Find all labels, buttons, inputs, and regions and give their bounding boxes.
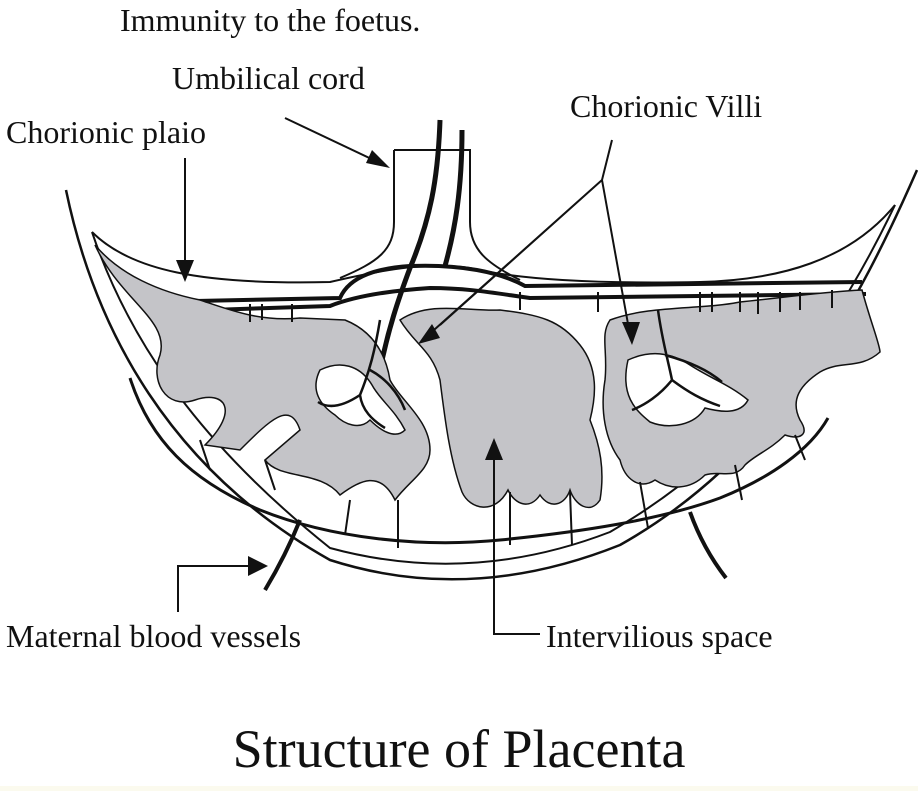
arrowhead-villi-2: [622, 322, 640, 345]
umbilical-vessel-1: [377, 119, 443, 371]
arrowhead-maternal-vessels: [248, 556, 268, 576]
arrowhead-umbilical-cord: [366, 150, 390, 168]
umbilical-cord-sheath: [339, 149, 521, 281]
septa: [199, 434, 806, 548]
arrow-chorionic-villi: [424, 139, 631, 339]
label-maternal-blood-vessels: Maternal blood vessels: [6, 618, 302, 654]
maternal-vessel-right: [688, 511, 728, 580]
label-umbilical-cord: Umbilical cord: [172, 60, 365, 96]
bottom-strip: [0, 786, 918, 791]
villus-branches-left: [317, 319, 407, 430]
arrowhead-villi-1: [418, 324, 440, 344]
arrow-intervillous-space: [493, 452, 540, 635]
arrow-maternal-vessels: [177, 565, 258, 612]
label-chorionic-plate: Chorionic plaio: [6, 114, 206, 150]
villi-left: [94, 244, 431, 502]
chorionic-plate-line-2: [149, 285, 867, 314]
chorionic-plate-upper: [91, 204, 896, 284]
arrow-umbilical-cord: [284, 117, 383, 165]
plate-stubs: [249, 290, 833, 322]
arrowhead-intervillous-space: [485, 438, 503, 460]
basal-plate: [128, 377, 830, 545]
villi-right: [602, 289, 881, 488]
figure-caption: Structure of Placenta: [232, 719, 686, 779]
villi-center: [398, 307, 603, 509]
villus-branches-right: [631, 309, 723, 412]
label-chorionic-villi: Chorionic Villi: [570, 88, 763, 124]
maternal-vessel-left: [263, 519, 302, 592]
header-text: Immunity to the foetus.: [120, 2, 421, 38]
label-intervillous-space: Intervilious space: [546, 618, 773, 654]
arrowhead-chorionic-plate: [176, 260, 194, 282]
umbilical-vessel-2: [442, 129, 465, 267]
